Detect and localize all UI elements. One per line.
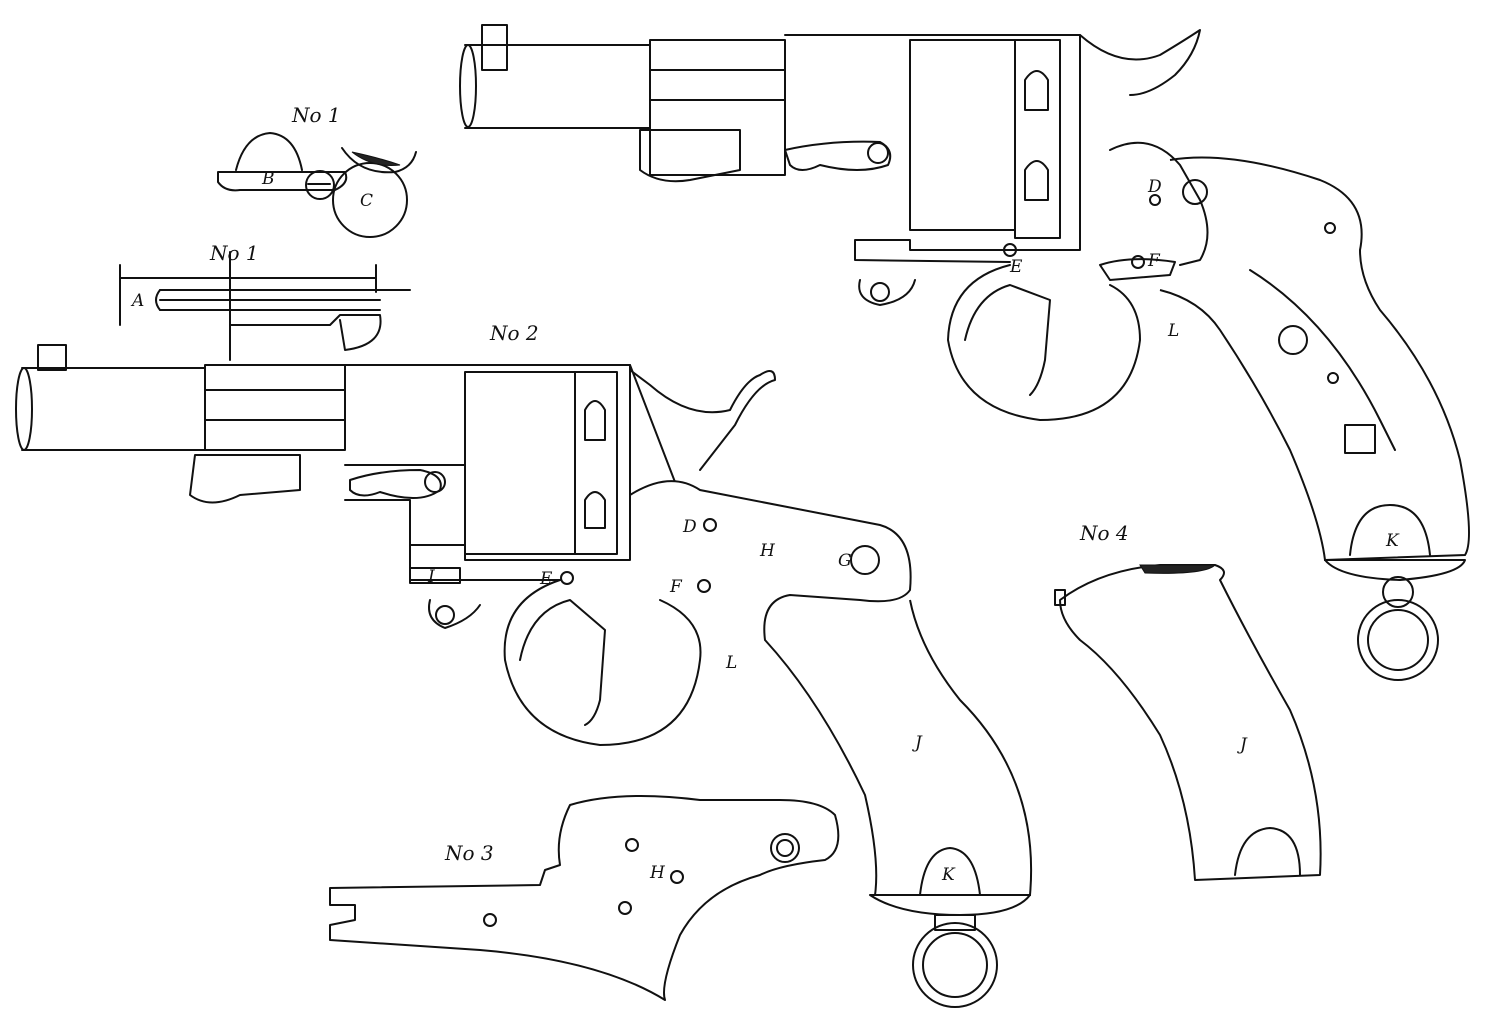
figure-4-grip: J No 4 xyxy=(1054,521,1322,881)
figure-label-no1-barrel: No 1 xyxy=(209,241,259,265)
revolver-right: D E F L K xyxy=(459,24,1470,681)
label-H: H xyxy=(649,863,666,883)
figure-label-no4: No 4 xyxy=(1079,521,1129,545)
label-F: F xyxy=(1147,251,1161,271)
label-K: K xyxy=(941,865,956,885)
label-E: E xyxy=(1009,257,1023,277)
label-E: E xyxy=(539,569,553,589)
label-J: J xyxy=(912,733,923,753)
label-H: H xyxy=(759,541,776,561)
label-G: G xyxy=(838,551,852,571)
label-C: C xyxy=(360,191,373,211)
label-D: D xyxy=(682,517,697,537)
label-J: J xyxy=(1237,735,1248,755)
revolver-left: D H G E I F L J K No 2 xyxy=(15,321,1033,1008)
label-A: A xyxy=(130,291,144,311)
label-K: K xyxy=(1385,531,1400,551)
figure-label-no3: No 3 xyxy=(444,841,494,865)
label-L: L xyxy=(1167,321,1179,341)
label-B: B xyxy=(261,169,275,189)
detail-barrel-section: A No 1 xyxy=(119,241,411,361)
figure-label-no2: No 2 xyxy=(489,321,539,345)
detail-hammer-wheel: B C No 1 xyxy=(217,103,417,238)
label-F: F xyxy=(669,577,683,597)
label-D: D xyxy=(1147,177,1162,197)
figure-label-no1: No 1 xyxy=(291,103,341,127)
label-I: I xyxy=(427,567,435,587)
figure-3-side-plate: H No 3 xyxy=(329,795,840,1001)
label-L: L xyxy=(725,653,737,673)
